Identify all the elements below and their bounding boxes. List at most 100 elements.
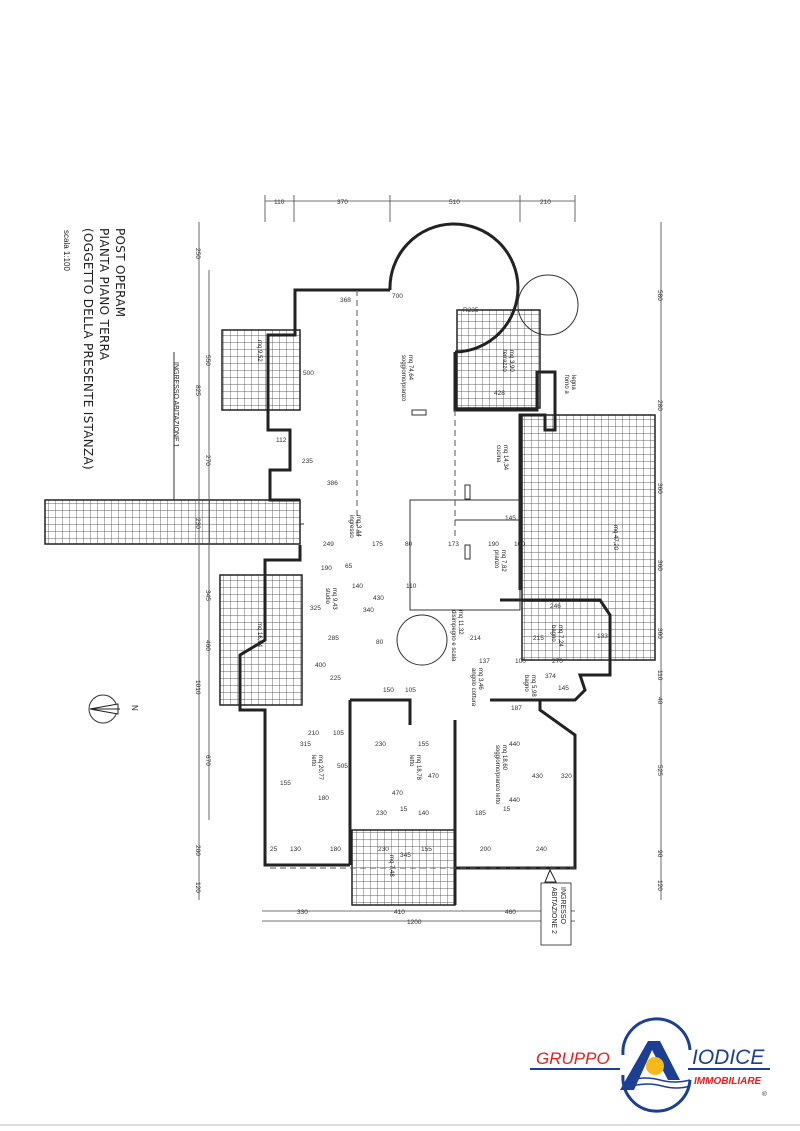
dim-bottom: 1200: [407, 919, 422, 926]
dim-top: 210: [540, 199, 551, 206]
svg-text:bagnomq 5,98: bagnomq 5,98: [523, 675, 536, 697]
dim-right: 90: [656, 850, 663, 858]
room-area: mq 3,44: [355, 515, 361, 537]
room-name: forno a: [563, 375, 569, 394]
room-name: angolo cottura: [470, 668, 476, 707]
dim-top: 370: [337, 199, 348, 206]
svg-text:forno alegna: forno alegna: [563, 375, 576, 394]
dim-interior: 200: [480, 846, 491, 853]
room-area: mq 7,48: [388, 855, 394, 877]
dim-interior: 240: [536, 846, 547, 853]
dim-interior: 400: [315, 662, 326, 669]
dim-right: 580: [656, 290, 663, 301]
dim-interior: 130: [290, 846, 301, 853]
dim-interior: 246: [550, 603, 561, 610]
svg-text:soggiorno/pranzo lettomq 18,60: soggiorno/pranzo lettomq 18,60: [494, 745, 507, 805]
dim-interior: 110: [406, 583, 417, 590]
dim-interior: 112: [276, 437, 287, 444]
dim-interior: 230: [378, 846, 389, 853]
dim-right: 525: [656, 765, 663, 776]
logo-word-immobiliare: IMMOBILIARE: [694, 1076, 762, 1087]
logo-word-iodice: IODICE: [692, 1046, 765, 1069]
terrace-left-top: [221, 329, 301, 411]
company-logo: GRUPPO IODICE IMMOBILIARE ®: [530, 1017, 770, 1113]
dim-interior: 80: [405, 541, 413, 548]
svg-text:angolo cotturamq 3,46: angolo cotturamq 3,46: [470, 668, 483, 707]
dim-interior: 325: [310, 605, 321, 612]
dim-interior: 345: [400, 852, 411, 859]
room-name: disimpegno e scala: [450, 610, 456, 662]
dim-interior: 470: [428, 773, 439, 780]
room-name: cucina: [495, 445, 501, 463]
room-area: mq 3,46: [477, 668, 483, 690]
entrance-1-label: INGRESSO ABITAZIONE 1: [172, 362, 179, 448]
svg-text:lettomq 18,78: lettomq 18,78: [408, 755, 421, 781]
dimensions-bottom: 330 410 460 1200: [262, 909, 575, 926]
dim-top: 510: [449, 199, 460, 206]
dim-interior: 470: [392, 790, 403, 797]
room-name: letto: [408, 755, 414, 767]
dim-right: 280: [656, 400, 663, 411]
terrace-top-right: [456, 309, 541, 409]
dim-left: 825: [194, 385, 201, 396]
dim-interior: 175: [372, 541, 383, 548]
svg-text:soggiorno/pranzomq 74,64: soggiorno/pranzomq 74,64: [400, 355, 413, 402]
dim-interior: 374: [545, 673, 556, 680]
dim-interior: 15: [503, 806, 511, 813]
dim-right: 360: [656, 560, 663, 571]
dim-right: 40: [656, 697, 663, 705]
dim-top: 110: [274, 199, 285, 206]
svg-text:pranzomq 7,82: pranzomq 7,82: [493, 550, 506, 572]
svg-text:bagnomq 7,24: bagnomq 7,24: [550, 625, 563, 647]
dim-interior: 137: [479, 658, 490, 665]
dim-interior: 15: [400, 806, 408, 813]
dim-left: 550: [204, 355, 211, 366]
dim-interior: 150: [383, 687, 394, 694]
svg-text:cucinamq 14,34: cucinamq 14,34: [495, 445, 508, 471]
dim-bottom: 410: [394, 909, 405, 916]
svg-text:lettomq 20,77: lettomq 20,77: [310, 755, 323, 781]
dim-right: 110: [656, 670, 663, 681]
dim-interior: 185: [475, 810, 486, 817]
dim-interior: 105: [405, 687, 416, 694]
room-area: mq 18,78: [415, 755, 421, 781]
dim-interior: 105: [333, 730, 344, 737]
room-name: bagno: [523, 675, 529, 692]
room-name: studio: [324, 588, 330, 605]
entrance-2-label-a: INGRESSO: [559, 887, 566, 925]
dim-left: 1010: [194, 680, 201, 695]
svg-text:terrazzomq 3,90: terrazzomq 3,90: [501, 350, 514, 372]
room-name: soggiorno/pranzo letto: [494, 745, 500, 805]
dim-interior: 65: [345, 563, 353, 570]
dim-interior: 368: [340, 297, 351, 304]
dim-interior: 145: [558, 685, 569, 692]
dim-interior: 315: [300, 741, 311, 748]
dim-interior: 210: [308, 730, 319, 737]
dim-left: 670: [204, 755, 211, 766]
dim-right: 360: [656, 483, 663, 494]
entrance-walkway: [44, 499, 301, 545]
spiral-stair-top: [517, 274, 579, 336]
dim-interior: 25: [270, 846, 278, 853]
svg-text:ingressomq 3,44: ingressomq 3,44: [348, 515, 361, 538]
spiral-stair: [396, 614, 448, 666]
dim-interior: 235: [302, 458, 313, 465]
terrace-left-bottom: [219, 574, 303, 706]
room-area: mq 18,60: [501, 745, 507, 771]
room-area: legna: [570, 375, 576, 390]
dim-interior: 215: [533, 635, 544, 642]
scale-label: scala 1:100: [62, 230, 71, 271]
dim-interior: 440: [509, 797, 520, 804]
room-name: terrazzo: [501, 350, 507, 372]
dim-interior: 340: [363, 607, 374, 614]
room-area: mq 20,77: [317, 755, 323, 781]
dim-left: 230: [194, 518, 201, 529]
dim-left: 270: [204, 455, 211, 466]
title-line-1: POST OPERAM: [113, 228, 127, 317]
terrace-large-right: [521, 414, 656, 661]
north-arrow-icon: N: [88, 694, 139, 724]
room-area: mq 14,34: [502, 445, 508, 471]
svg-text:disimpegno e scalamq 11,32: disimpegno e scalamq 11,32: [450, 610, 463, 662]
